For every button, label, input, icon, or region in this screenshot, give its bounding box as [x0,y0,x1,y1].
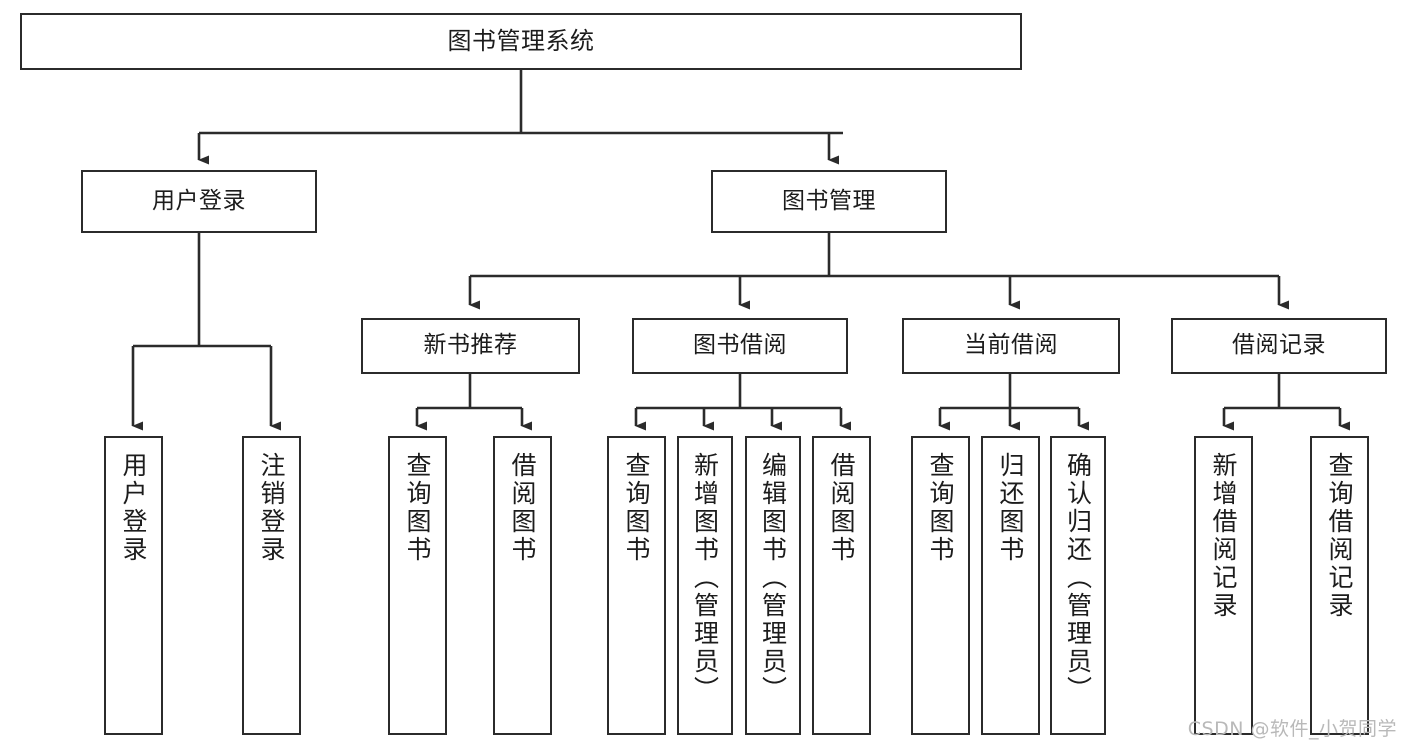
node-leaf-edit-book-admin[interactable]: 编辑图书（管理员） [745,436,801,735]
node-leaf-query-book-borrow[interactable]: 查询图书 [607,436,666,735]
node-borrow-record[interactable]: 借阅记录 [1171,318,1387,374]
node-label: 图书管理系统 [447,27,595,56]
node-user-login[interactable]: 用户登录 [81,170,317,233]
node-leaf-add-borrow-record[interactable]: 新增借阅记录 [1194,436,1253,735]
node-leaf-user-login[interactable]: 用户登录 [104,436,163,735]
node-book-management[interactable]: 图书管理 [711,170,947,233]
node-label: 借阅图书 [508,452,537,564]
node-label: 图书管理 [782,187,876,214]
node-label: 用户登录 [119,452,148,564]
node-new-book-recommend[interactable]: 新书推荐 [361,318,580,374]
node-leaf-add-book-admin[interactable]: 新增图书（管理员） [677,436,733,735]
node-label: 图书借阅 [693,332,787,359]
node-label: 查询图书 [403,452,432,564]
node-book-borrow[interactable]: 图书借阅 [632,318,848,374]
node-root-book-management-system[interactable]: 图书管理系统 [20,13,1022,70]
node-label: 查询借阅记录 [1325,452,1354,620]
node-label: 当前借阅 [964,332,1058,359]
node-label: 新增图书（管理员） [690,452,720,704]
node-label: 注销登录 [257,452,286,564]
node-label: 查询图书 [622,452,651,564]
node-leaf-confirm-return-admin[interactable]: 确认归还（管理员） [1050,436,1106,735]
node-leaf-return-book[interactable]: 归还图书 [981,436,1040,735]
node-leaf-logout[interactable]: 注销登录 [242,436,301,735]
node-current-borrow[interactable]: 当前借阅 [902,318,1120,374]
node-label: 确认归还（管理员） [1063,452,1093,704]
node-label: 借阅记录 [1232,332,1326,359]
node-label: 借阅图书 [827,452,856,564]
node-label: 用户登录 [152,187,246,214]
node-leaf-borrow-book-recommend[interactable]: 借阅图书 [493,436,552,735]
node-leaf-query-borrow-record[interactable]: 查询借阅记录 [1310,436,1369,735]
csdn-watermark: CSDN @软件_小贺同学 [1187,718,1397,740]
node-label: 编辑图书（管理员） [758,452,788,704]
node-leaf-borrow-book[interactable]: 借阅图书 [812,436,871,735]
node-leaf-query-book-current[interactable]: 查询图书 [911,436,970,735]
node-label: 归还图书 [996,452,1025,564]
node-leaf-query-book-recommend[interactable]: 查询图书 [388,436,447,735]
node-label: 新增借阅记录 [1209,452,1238,620]
node-label: 新书推荐 [423,332,518,359]
node-label: 查询图书 [926,452,955,564]
